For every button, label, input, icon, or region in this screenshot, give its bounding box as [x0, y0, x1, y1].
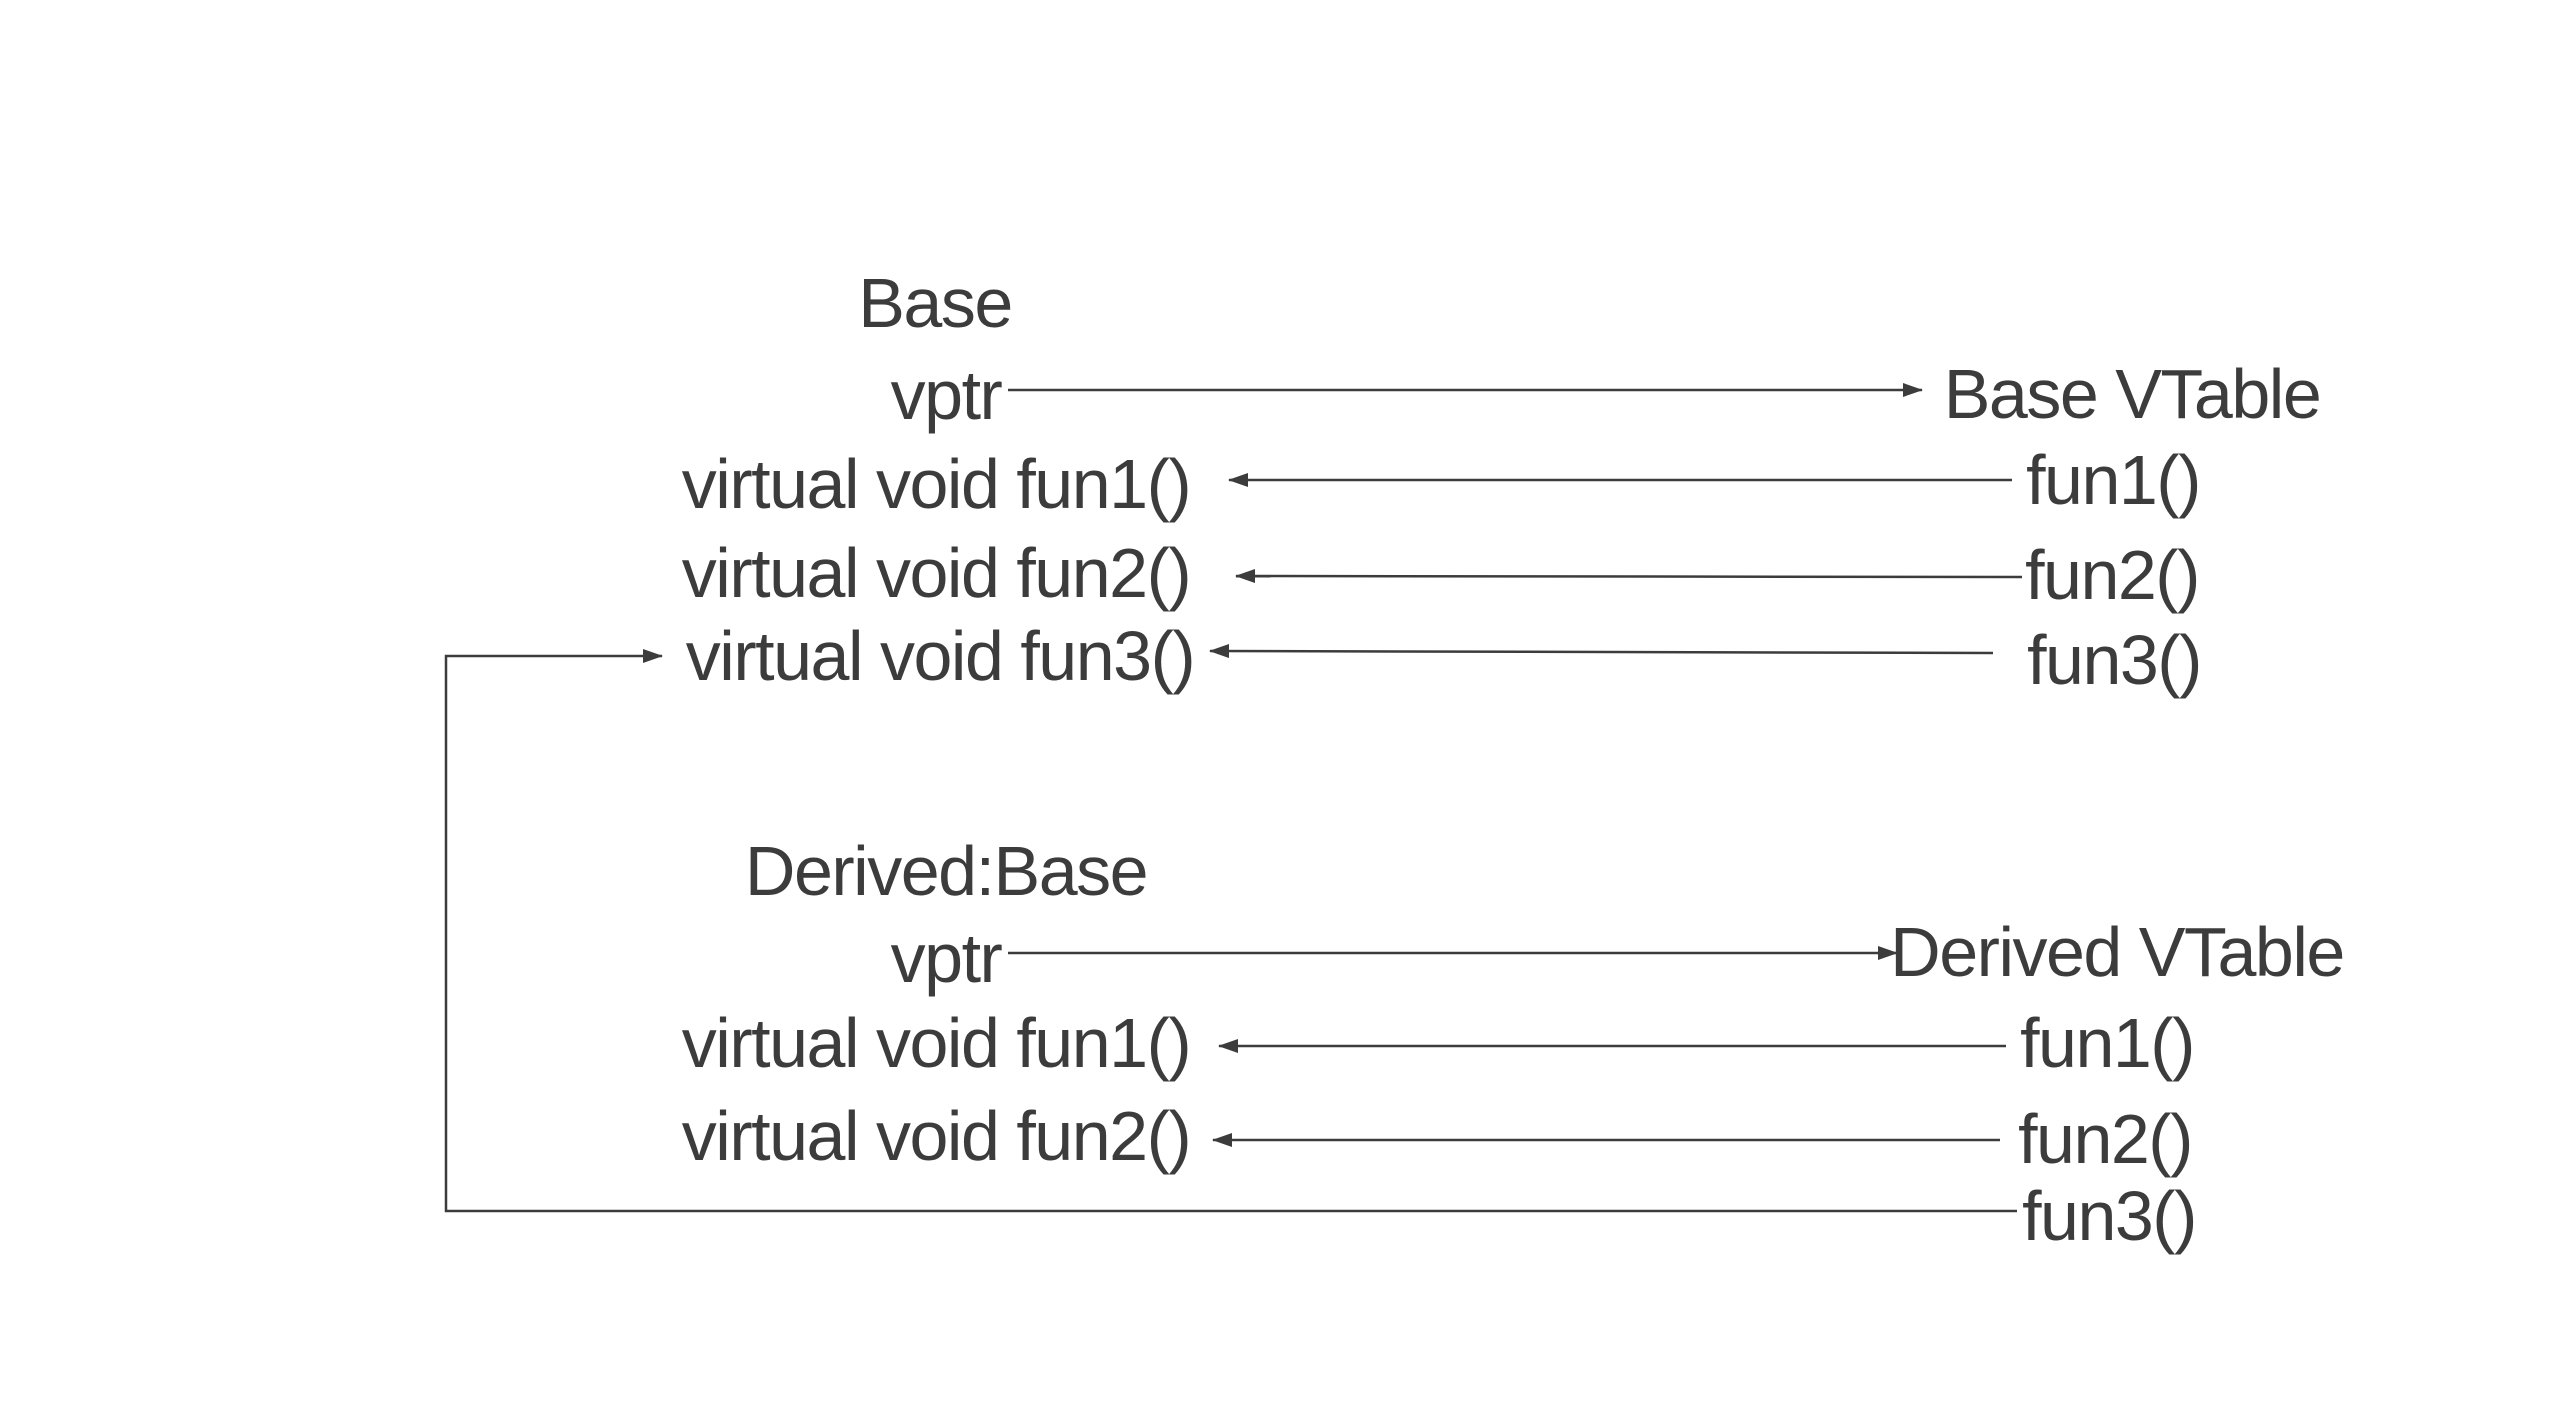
- base-class-row-fun1: virtual void fun1(): [681, 445, 1192, 523]
- base-class-row-vptr: vptr: [890, 356, 1003, 434]
- base-class-row-fun2: virtual void fun2(): [681, 534, 1192, 612]
- derived-class-row-vptr: vptr: [890, 919, 1003, 997]
- arrow-derived-vtable-fun3-to-base-fun3: [444, 649, 2017, 1213]
- derived-vtable-title: Derived VTable: [1890, 913, 2345, 991]
- base-vtable-title: Base VTable: [1943, 355, 2322, 433]
- derived-vtable-row-fun2: fun2(): [2018, 1100, 2193, 1178]
- derived-class-title: Derived:Base: [744, 832, 1149, 910]
- base-vtable-row-fun1: fun1(): [2026, 441, 2201, 519]
- base-vtable-row-fun3: fun3(): [2027, 621, 2202, 699]
- arrow-base-vtable-fun2-to-base-fun2: [1235, 569, 2023, 584]
- base-class-title: Base: [858, 264, 1013, 342]
- base-vtable-row-fun2: fun2(): [2025, 536, 2200, 614]
- arrow-base-vtable-fun3-to-base-fun3: [1209, 644, 1994, 659]
- base-class-row-fun3: virtual void fun3(): [685, 617, 1196, 695]
- derived-class-row-fun2: virtual void fun2(): [681, 1097, 1192, 1175]
- derived-vtable-row-fun3: fun3(): [2022, 1177, 2197, 1255]
- derived-class-row-fun1: virtual void fun1(): [681, 1004, 1192, 1082]
- derived-vtable-row-fun1: fun1(): [2020, 1004, 2195, 1082]
